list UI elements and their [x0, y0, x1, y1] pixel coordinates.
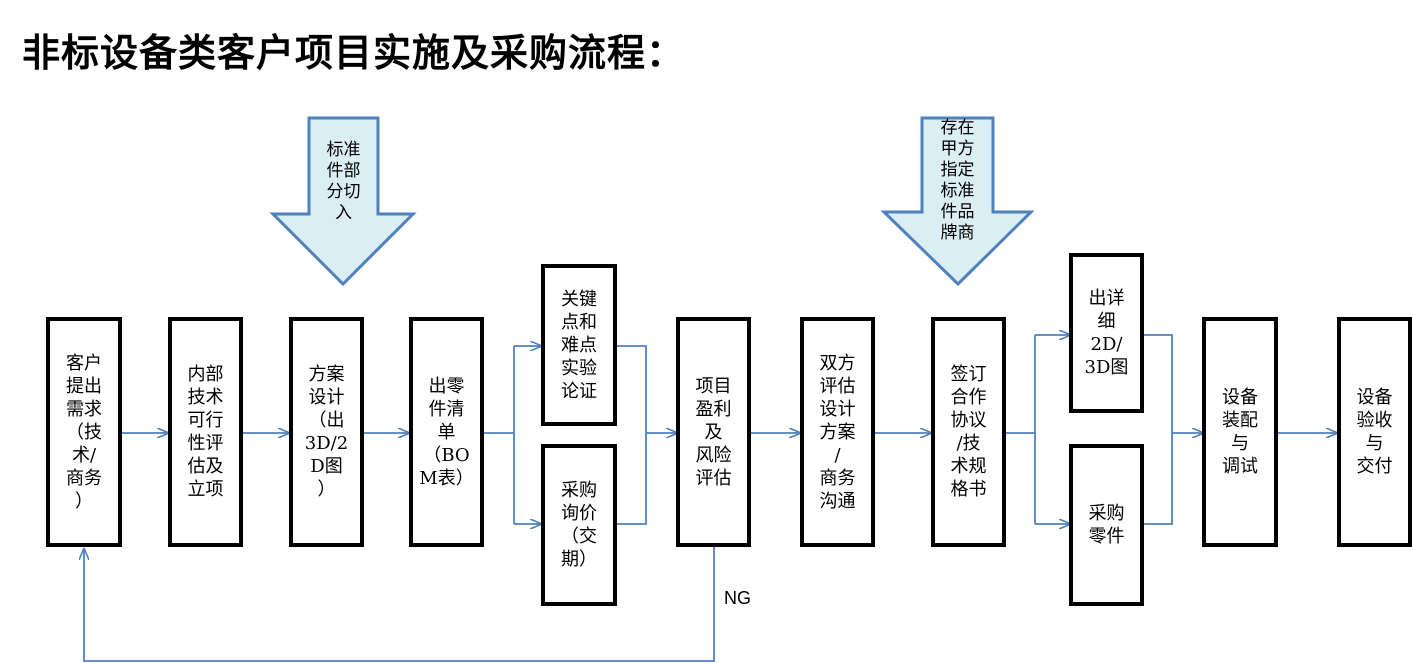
step-label: 方案 设计 （出 3D/2 D图 ）: [304, 364, 349, 500]
step-purchase-inquiry: 采购 询价 （交 期）: [541, 444, 617, 606]
connector-detail-merge: [1142, 334, 1173, 525]
page-title: 非标设备类客户项目实施及采购流程：: [22, 31, 686, 75]
step-label: 设备 装配 与 调试: [1222, 387, 1258, 477]
callout-arrow-designated-brand: [880, 116, 1035, 287]
step-bom: 出零 件清 单 （BO M表）: [409, 317, 484, 547]
step-purchase-parts: 采购 零件: [1069, 444, 1144, 606]
step-label: 出零 件清 单 （BO M表）: [419, 375, 474, 489]
callout-text-designated-brand: 存在 甲方 指定 标准 件品 牌商: [940, 118, 975, 243]
step-bilateral-evaluation: 双方 评估 设计 方案 / 商务 沟通: [800, 317, 875, 547]
connector-key-points-merge: [615, 345, 647, 525]
step-sign-agreement: 签订 合作 协议 /技 术规 格书: [931, 317, 1006, 547]
step-label: 出详 细 2D/ 3D图: [1084, 288, 1129, 378]
step-customer-request: 客户 提出 需求 （技 术/ 商务 ）: [46, 317, 122, 547]
step-detail-drawing: 出详 细 2D/ 3D图: [1069, 253, 1144, 413]
step-label: 签订 合作 协议 /技 术规 格书: [950, 364, 987, 500]
step-label: 设备 验收 与 交付: [1356, 387, 1393, 477]
step-key-point-verification: 关键 点和 难点 实验 论证: [541, 264, 617, 426]
connector-ng-feedback: [84, 545, 715, 662]
connector-9-split: [1004, 335, 1036, 524]
step-label: 内部 技术 可行 性评 估及 立项: [187, 364, 224, 500]
step-scheme-design: 方案 设计 （出 3D/2 D图 ）: [289, 317, 364, 547]
step-label: 关键 点和 难点 实验 论证: [561, 288, 597, 402]
step-profit-risk: 项目 盈利 及 风险 评估: [676, 317, 751, 547]
step-assembly-debug: 设备 装配 与 调试: [1202, 317, 1278, 547]
connectors: [84, 334, 1337, 662]
step-label: 项目 盈利 及 风险 评估: [695, 375, 732, 489]
ng-label: NG: [724, 588, 751, 608]
connector-4-split: [482, 346, 515, 524]
callout-arrow-standard-parts: [269, 116, 417, 287]
step-label: 双方 评估 设计 方案 / 商务 沟通: [819, 352, 856, 512]
callout-text-standard-parts: 标准 件部 分切 入: [326, 140, 361, 223]
step-label: 客户 提出 需求 （技 术/ 商务 ）: [66, 352, 102, 512]
step-label: 采购 零件: [1088, 503, 1125, 547]
step-internal-feasibility: 内部 技术 可行 性评 估及 立项: [168, 317, 243, 547]
step-acceptance-delivery: 设备 验收 与 交付: [1337, 317, 1412, 547]
step-label: 采购 询价 （交 期）: [561, 480, 597, 570]
